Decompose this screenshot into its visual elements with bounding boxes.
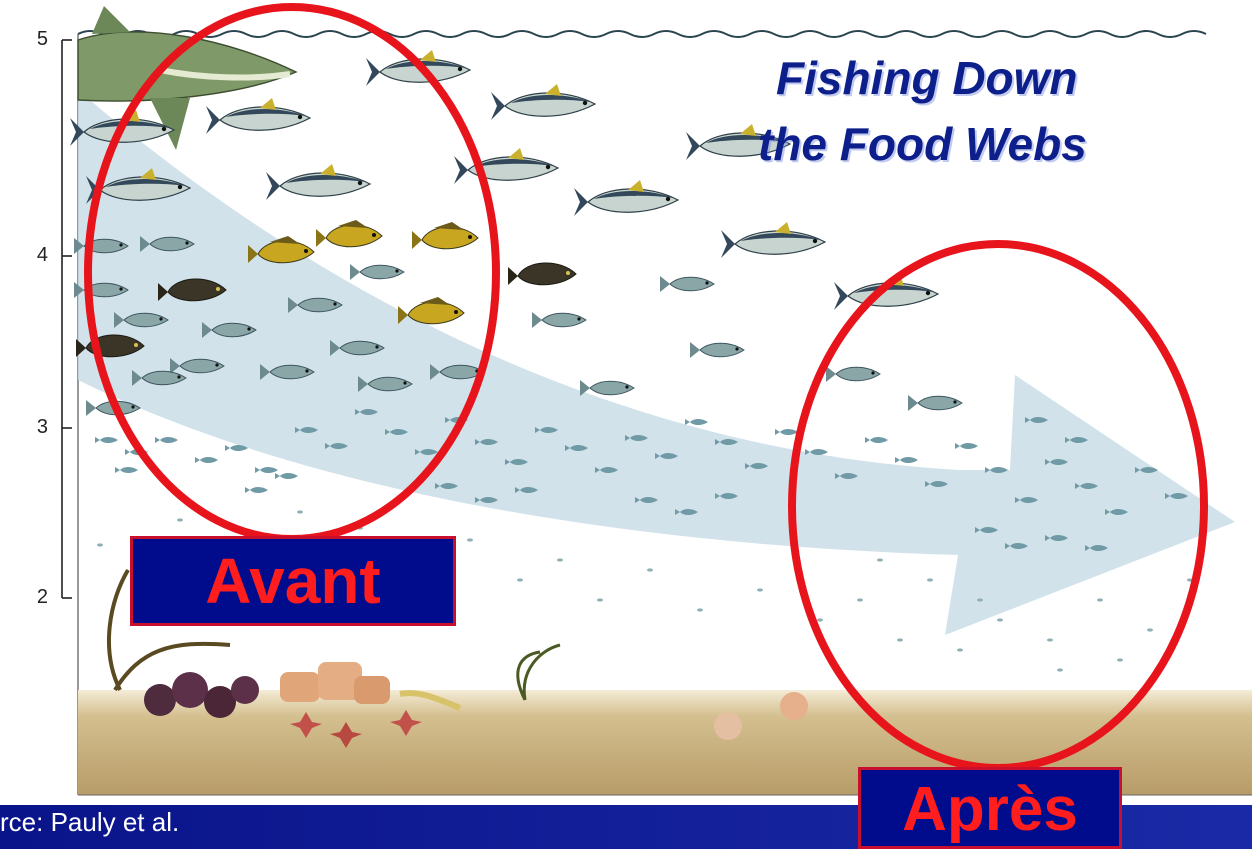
source-caption: rce: Pauly et al. bbox=[0, 807, 179, 838]
before-label: Avant bbox=[130, 536, 456, 626]
after-label: Après bbox=[858, 767, 1122, 849]
y-tick-label: 5 bbox=[8, 28, 48, 51]
sea-surface-line bbox=[78, 31, 1206, 37]
y-tick-label: 3 bbox=[8, 416, 48, 439]
trophic-level-axis bbox=[62, 40, 72, 598]
y-tick-label: 4 bbox=[8, 244, 48, 267]
y-tick-label: 2 bbox=[8, 586, 48, 609]
title-line-2: the Food Webs bbox=[758, 118, 1087, 170]
title-line-1: Fishing Down bbox=[776, 52, 1078, 104]
